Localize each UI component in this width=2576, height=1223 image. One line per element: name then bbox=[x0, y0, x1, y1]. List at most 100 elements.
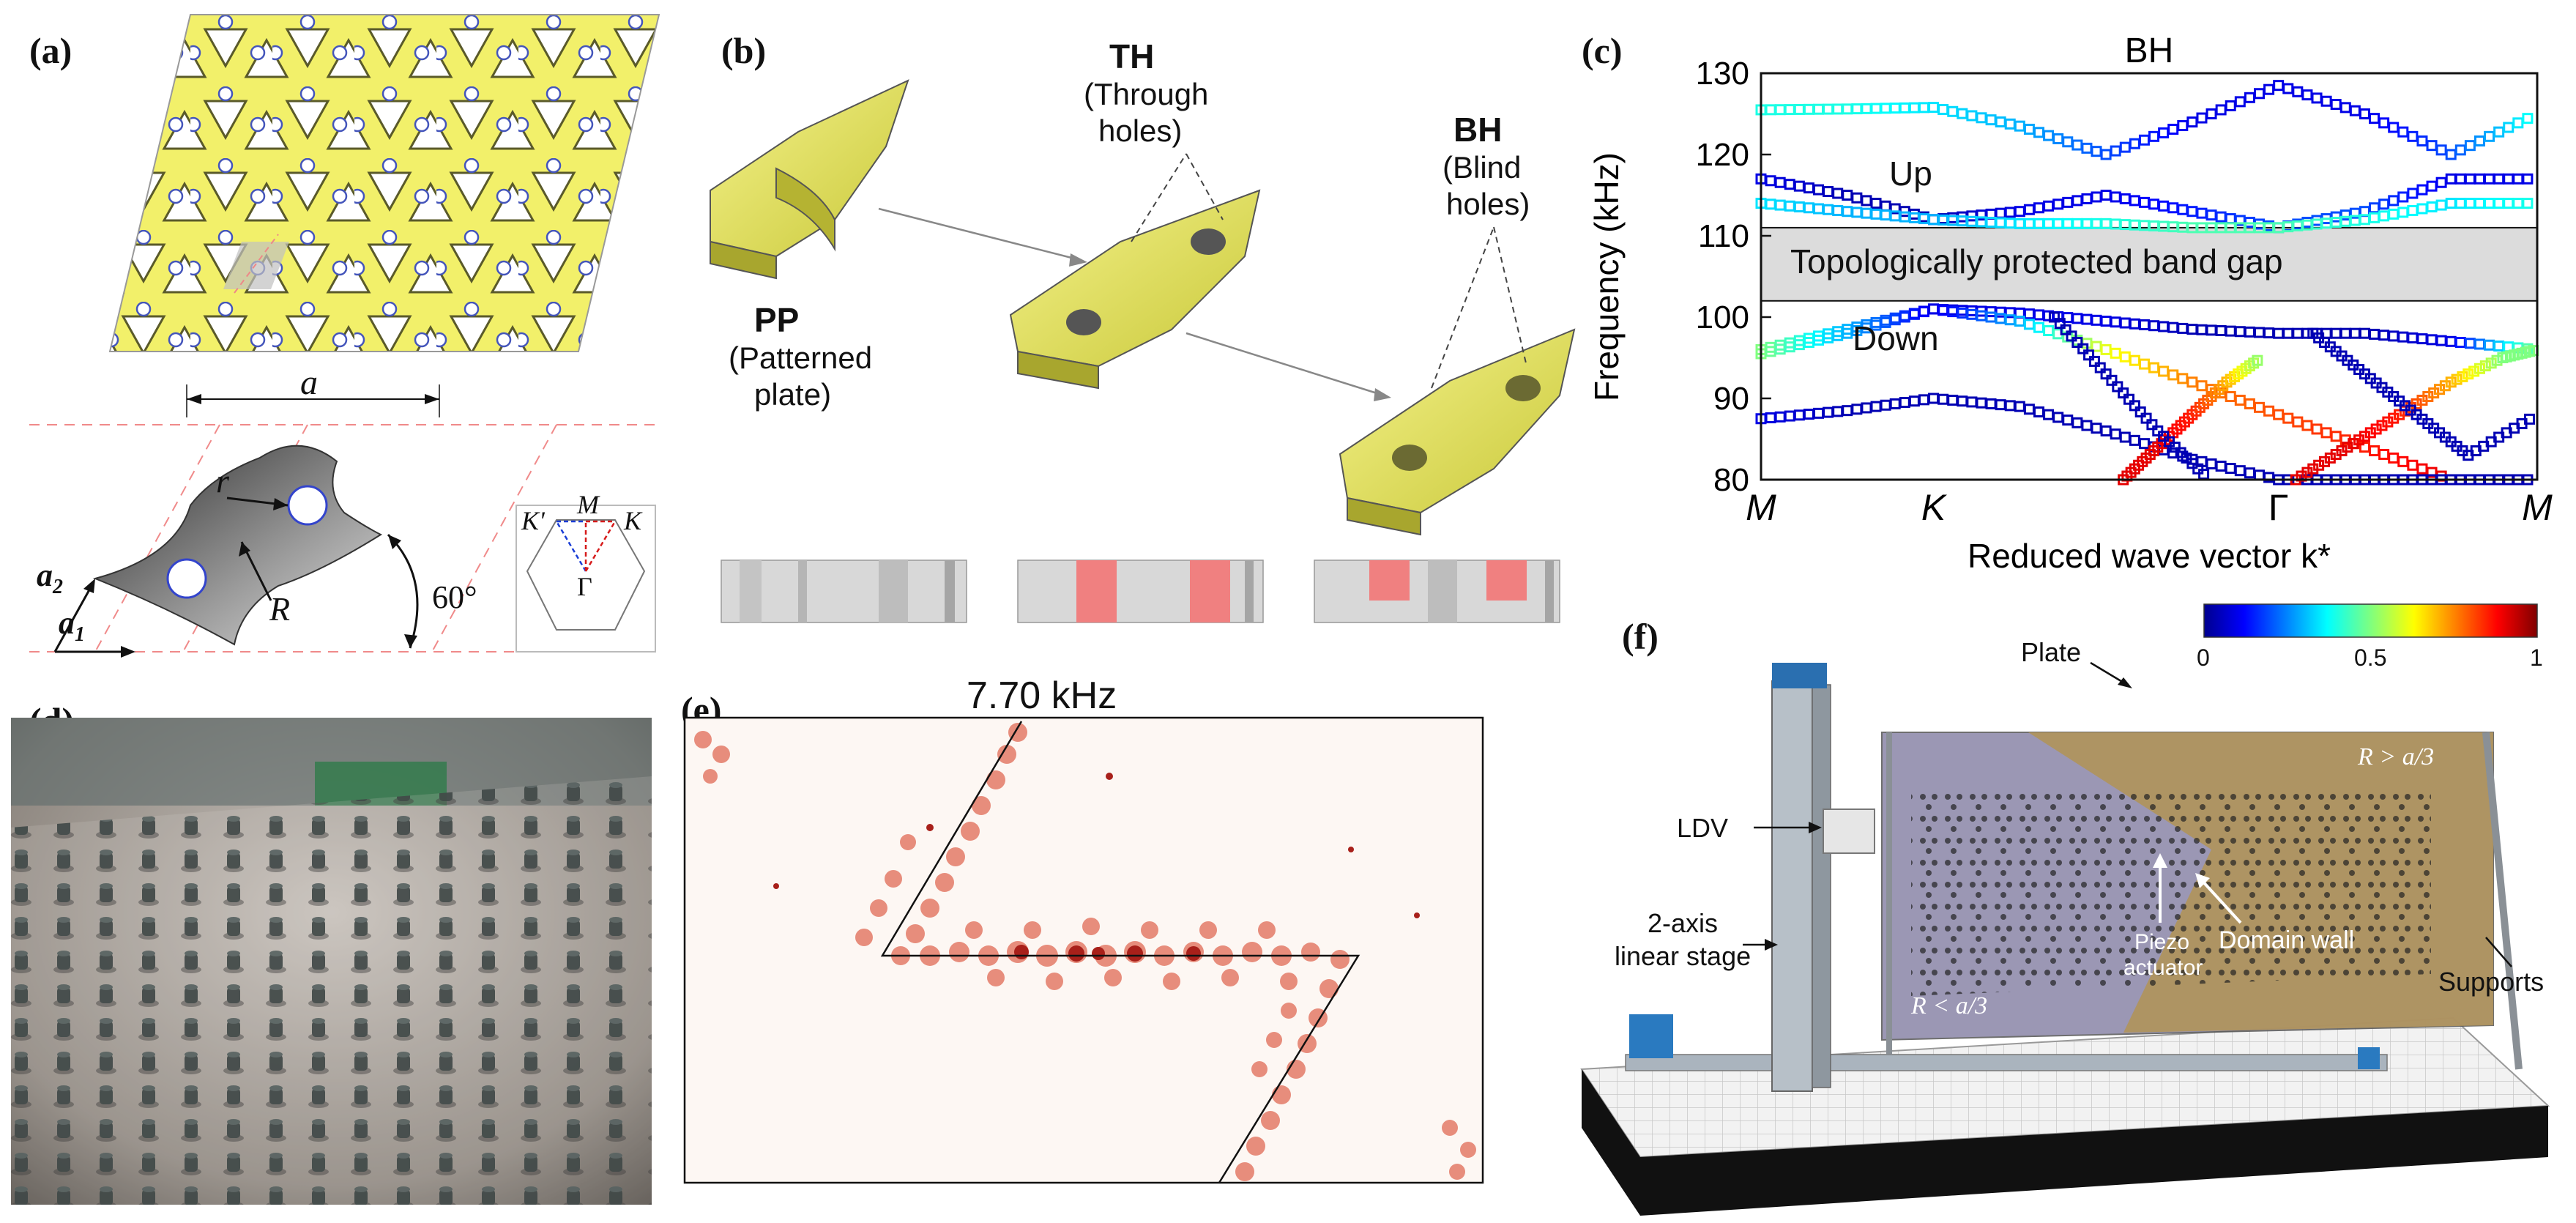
band-point bbox=[2110, 191, 2121, 203]
band-point bbox=[1908, 102, 1920, 114]
band-point bbox=[2473, 198, 2485, 209]
piezo-label-line2: actuator bbox=[2123, 956, 2203, 980]
band-point bbox=[2435, 176, 2447, 188]
band-point bbox=[2033, 321, 2045, 333]
band-point bbox=[2148, 362, 2160, 373]
band-point bbox=[2110, 145, 2121, 157]
band-point bbox=[1995, 306, 2006, 318]
band-gap-label: Topologically protected band gap bbox=[1790, 242, 2283, 280]
band-point bbox=[1995, 399, 2006, 411]
band-point bbox=[2138, 319, 2150, 330]
band-point bbox=[2359, 108, 2370, 119]
band-point bbox=[2215, 325, 2227, 336]
y-tick-label: 90 bbox=[1713, 381, 1749, 417]
band-point bbox=[2416, 463, 2428, 475]
band-point bbox=[1899, 397, 1910, 409]
band-point bbox=[1861, 195, 1872, 207]
band-point bbox=[2473, 338, 2485, 350]
band-point bbox=[2282, 83, 2294, 94]
band-point bbox=[1899, 102, 1910, 114]
band-point bbox=[2138, 134, 2150, 146]
band-point bbox=[2378, 210, 2390, 222]
band-point bbox=[1813, 103, 1825, 115]
band-point bbox=[1832, 103, 1844, 115]
band-point bbox=[2416, 184, 2428, 196]
band-point bbox=[2023, 218, 2035, 229]
colorbar-tick-05: 0.5 bbox=[2354, 644, 2387, 671]
band-point bbox=[1861, 103, 1872, 114]
band-point bbox=[1784, 200, 1795, 212]
band-point bbox=[2397, 331, 2409, 343]
band-point bbox=[2119, 141, 2131, 153]
th-desc-line2: holes) bbox=[1098, 114, 1183, 148]
band-point bbox=[2081, 420, 2093, 431]
band-point bbox=[1870, 198, 1882, 209]
band-point bbox=[2158, 321, 2170, 332]
band-point bbox=[2369, 445, 2380, 457]
band-point bbox=[2493, 198, 2505, 209]
piezo-label-line1: Piezo bbox=[2134, 930, 2190, 954]
band-point bbox=[2445, 149, 2457, 160]
bh-desc-line1: (Blind bbox=[1443, 150, 1522, 185]
band-point bbox=[1765, 104, 1776, 116]
band-point bbox=[2493, 340, 2505, 352]
band-point bbox=[2273, 327, 2285, 339]
band-point bbox=[2062, 218, 2074, 229]
band-point bbox=[2033, 406, 2045, 417]
band-point bbox=[2445, 376, 2457, 388]
band-point bbox=[2445, 173, 2457, 185]
band-point bbox=[2234, 465, 2246, 477]
band-point bbox=[1813, 203, 1825, 215]
band-point bbox=[2091, 341, 2102, 352]
band-point bbox=[2129, 318, 2140, 330]
x-tick-label: Γ bbox=[2268, 487, 2289, 528]
pp-desc-line1: (Patterned bbox=[729, 341, 873, 375]
band-point bbox=[2244, 398, 2255, 409]
band-point bbox=[2177, 120, 2189, 132]
band-point bbox=[2339, 209, 2351, 221]
band-point bbox=[2052, 198, 2064, 210]
bz-point-Kprime: K' bbox=[521, 506, 545, 535]
chart-title: BH bbox=[2125, 31, 2174, 70]
bh-title: BH bbox=[1453, 111, 1503, 149]
band-point bbox=[2464, 173, 2476, 185]
band-point bbox=[2407, 459, 2419, 471]
band-point bbox=[2349, 105, 2361, 116]
th-title: TH bbox=[1109, 37, 1155, 75]
band-point bbox=[2129, 138, 2140, 149]
band-point bbox=[1803, 103, 1814, 115]
band-point bbox=[2378, 117, 2390, 129]
band-point bbox=[1870, 401, 1882, 412]
band-point bbox=[2186, 324, 2198, 335]
band-point bbox=[1928, 214, 1940, 226]
band-point bbox=[2330, 431, 2342, 442]
band-point bbox=[2140, 412, 2152, 424]
band-point bbox=[2081, 142, 2093, 154]
r-greater-label: R > a/3 bbox=[2358, 743, 2435, 770]
band-point bbox=[2416, 135, 2428, 146]
band-point bbox=[2454, 198, 2466, 209]
band-point bbox=[2186, 116, 2198, 128]
x-tick-label: M bbox=[1746, 487, 1776, 528]
band-point bbox=[2004, 118, 2016, 130]
band-point bbox=[2100, 190, 2112, 201]
bz-point-K: K bbox=[624, 506, 642, 535]
band-point bbox=[2301, 217, 2313, 228]
band-point bbox=[1851, 404, 1863, 415]
band-point bbox=[1889, 103, 1901, 114]
band-point bbox=[1823, 406, 1834, 418]
y-tick-label: 110 bbox=[1698, 218, 1749, 254]
band-point bbox=[2081, 218, 2093, 229]
band-point bbox=[2118, 387, 2129, 399]
band-point bbox=[2512, 173, 2524, 185]
band-point bbox=[1784, 410, 1795, 422]
band-point bbox=[2359, 327, 2370, 339]
band-point bbox=[2407, 332, 2419, 343]
band-point bbox=[2339, 102, 2351, 114]
band-point bbox=[2330, 99, 2342, 111]
band-point bbox=[2468, 365, 2480, 377]
band-point bbox=[2273, 409, 2285, 420]
band-point bbox=[1793, 180, 1805, 192]
band-point bbox=[2177, 373, 2189, 384]
band-point bbox=[2407, 187, 2419, 199]
